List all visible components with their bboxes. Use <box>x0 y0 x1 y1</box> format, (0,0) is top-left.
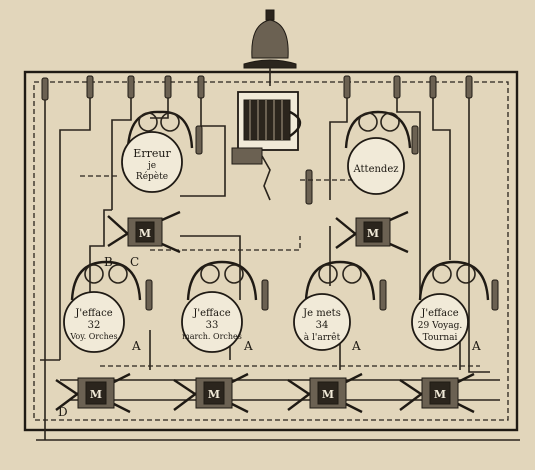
plate-jefface29-line3: Tournai <box>423 333 458 343</box>
plate-attendez <box>347 137 405 195</box>
magnet-letter: M <box>322 388 334 401</box>
relay-bottom-3: M <box>287 372 363 414</box>
plate-jefface29 <box>411 293 469 351</box>
plate-jemets34-line1: Je mets <box>302 308 341 319</box>
relay-bottom-2: M <box>173 372 249 414</box>
bell-icon <box>243 9 297 86</box>
magnet-letter: M <box>139 227 151 240</box>
plate-jemets34-line2: 34 <box>316 320 329 331</box>
label-b: B <box>104 255 113 269</box>
indicator-erreur: Erreur je Répète <box>121 110 203 193</box>
plate-jefface32-line3: Voy. Orches <box>69 332 117 341</box>
plate-jemets34-tag: A <box>351 339 361 353</box>
plate-erreur-line3: Répète <box>136 171 168 182</box>
label-d: D <box>58 405 68 419</box>
indicator-attendez: Attendez <box>344 110 419 195</box>
plate-jefface33-line3: march. Orches <box>182 332 242 341</box>
plate-jefface33-tag: A <box>243 339 253 353</box>
plate-jemets34-line3: à l'arrêt <box>304 332 341 343</box>
plate-erreur <box>121 131 183 193</box>
label-c: C <box>130 255 139 269</box>
magnet-letter: M <box>434 388 446 401</box>
plate-jefface33 <box>181 291 243 353</box>
electromagnet-coil <box>231 91 313 205</box>
magnet-letter: M <box>208 388 220 401</box>
relay-bottom-1: M <box>55 372 131 414</box>
plate-jefface29-tag: A <box>471 339 481 353</box>
indicator-jefface33: J'efface 33 march. Orches A <box>181 260 269 353</box>
magnet-letter: M <box>90 388 102 401</box>
inner-wiring-loop <box>33 81 509 421</box>
plate-erreur-line1: Erreur <box>133 147 171 160</box>
indicator-jefface29: J'efface 29 Voyag. Tournai A <box>411 260 499 353</box>
indicator-jemets34: Je mets 34 à l'arrêt A <box>293 260 387 353</box>
plate-erreur-line2: je <box>147 161 156 171</box>
plate-jefface33-line2: 33 <box>206 320 219 331</box>
magnet-letter: M <box>367 227 379 240</box>
plate-jefface32-line1: J'efface <box>74 308 112 319</box>
board-frame <box>23 70 519 432</box>
plate-jefface29-line2: 29 Voyag. <box>418 321 463 331</box>
plate-jemets34 <box>293 293 351 351</box>
plate-attendez-line1: Attendez <box>352 164 398 175</box>
relay-top-left: M <box>107 210 181 254</box>
indicator-jefface32: J'efface 32 Voy. Orches A <box>63 260 153 353</box>
plate-jefface33-line1: J'efface <box>192 308 230 319</box>
terminal-row <box>41 75 473 101</box>
plate-jefface32-tag: A <box>131 339 141 353</box>
relay-top-right: M <box>335 210 409 254</box>
relay-bottom-4: M <box>399 372 475 414</box>
plate-jefface32-line2: 32 <box>88 320 101 331</box>
plate-jefface29-line1: J'efface <box>420 308 458 319</box>
plate-jefface32 <box>63 291 125 353</box>
